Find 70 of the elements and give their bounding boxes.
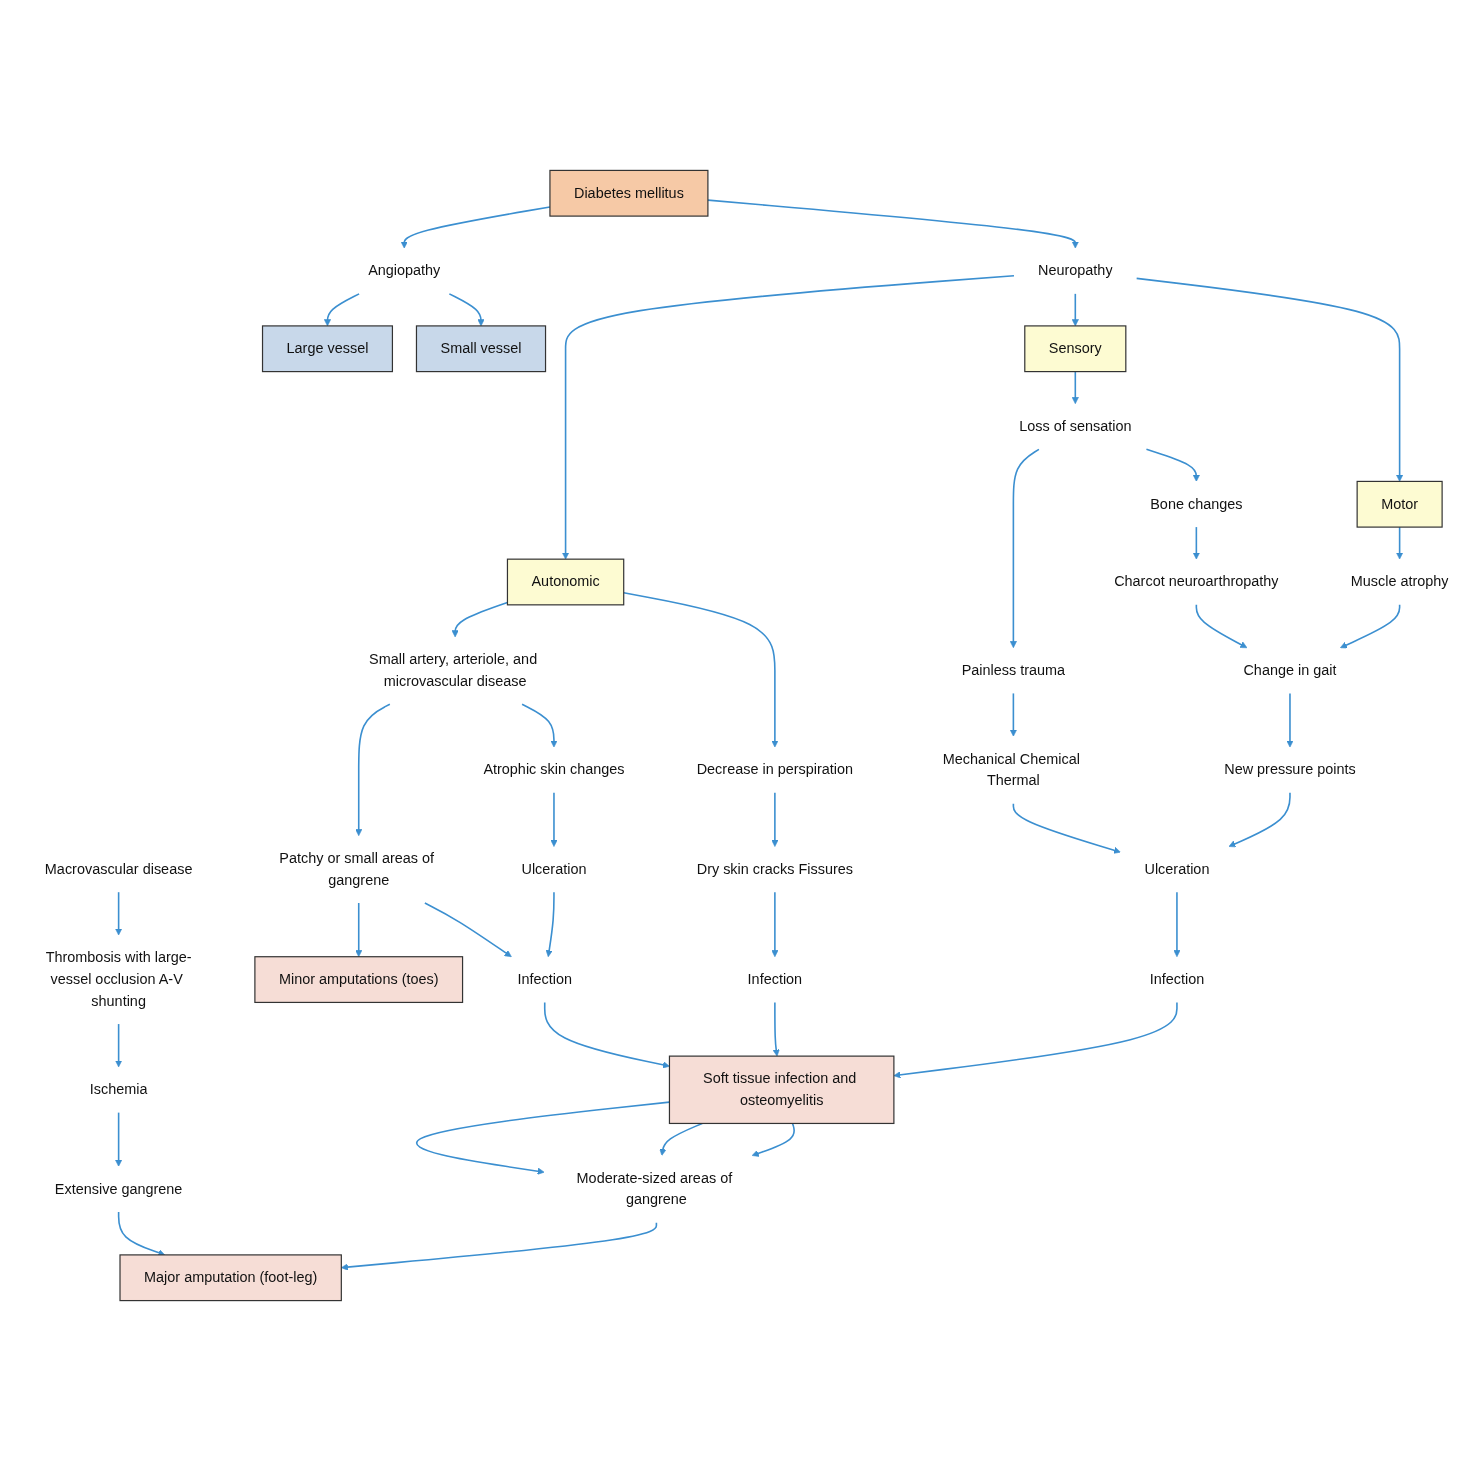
arrow <box>751 1122 796 1157</box>
node-text: Decrease in perspiration <box>696 761 854 778</box>
node-text: Small artery, arteriole, and microvascular disease <box>369 651 538 690</box>
node-box: Diabetes mellitus <box>549 169 709 217</box>
arrow <box>550 792 558 847</box>
arrow <box>1228 792 1291 848</box>
arrow <box>893 1001 1178 1079</box>
node-text: Macrovascular disease <box>44 860 193 877</box>
node-box: Large vessel <box>261 325 394 373</box>
node-box: Small vessel <box>415 325 547 373</box>
node-text: Patchy or small areas of gangrene <box>279 850 435 888</box>
arrow <box>1192 526 1200 560</box>
node-text: Bone changes <box>1150 495 1243 512</box>
node-text: Loss of sensation <box>1019 418 1132 435</box>
arrow <box>771 891 779 958</box>
node-text: Infection <box>1149 971 1205 988</box>
node-text: Painless trauma <box>961 662 1066 679</box>
node-text: Infection <box>747 971 803 988</box>
node-text: Atrophic skin changes <box>483 761 625 778</box>
arrow <box>448 293 485 327</box>
node-text: Charcot neuroarthropathy <box>1114 573 1279 590</box>
node-text: Neuropathy <box>1038 262 1113 279</box>
node-text: Extensive gangrene <box>54 1180 183 1197</box>
node-text: Infection <box>517 971 572 988</box>
arrow <box>545 891 555 958</box>
node-box: Autonomic <box>506 558 625 606</box>
arrow <box>771 792 779 847</box>
arrow <box>1009 692 1017 737</box>
arrow <box>115 891 123 936</box>
arrow <box>1135 277 1404 482</box>
arrow <box>1195 604 1248 649</box>
arrow <box>341 1222 658 1271</box>
node-text: Mechanical Chemical Thermal <box>942 750 1080 789</box>
arrow <box>543 1001 670 1069</box>
arrow <box>1396 526 1404 560</box>
arrow <box>521 703 558 748</box>
node-box: Soft tissue infection and osteomyelitis <box>668 1055 895 1125</box>
node-text: Thrombosis with large-vessel occlusion A-V shunting <box>45 949 192 1009</box>
arrow <box>115 1023 123 1068</box>
arrow <box>1071 293 1079 327</box>
arrow <box>1286 692 1294 748</box>
node-text: Change in gait <box>1243 662 1337 679</box>
arrow <box>772 1001 780 1057</box>
node-text: New pressure points <box>1224 761 1356 778</box>
arrow <box>1009 448 1040 649</box>
arrow <box>659 1122 704 1156</box>
arrow <box>562 274 1015 560</box>
node-text: Ischemia <box>89 1081 148 1098</box>
arrow <box>707 199 1079 249</box>
node-box: Sensory <box>1024 325 1127 373</box>
node-text: Ulceration <box>1144 860 1210 877</box>
arrow <box>355 703 391 836</box>
arrow <box>355 902 363 958</box>
arrow <box>1012 802 1121 854</box>
arrow <box>1173 891 1181 958</box>
arrow <box>1340 604 1401 649</box>
node-box: Motor <box>1356 480 1443 528</box>
node-text: Ulceration <box>521 860 587 877</box>
arrow <box>1145 448 1200 482</box>
arrow <box>451 601 509 638</box>
arrow <box>115 1111 123 1167</box>
node-text: Angiopathy <box>368 262 441 279</box>
node-text: Muscle atrophy <box>1350 573 1449 590</box>
node-text: Dry skin cracks Fissures <box>696 860 854 877</box>
node-text: Moderate-sized areas of gangrene <box>576 1169 733 1208</box>
arrow <box>323 293 360 327</box>
arrow <box>424 902 512 958</box>
arrow <box>1071 370 1079 404</box>
node-box: Major amputation (foot-leg) <box>119 1254 342 1302</box>
node-box: Minor amputations (toes) <box>254 956 464 1003</box>
